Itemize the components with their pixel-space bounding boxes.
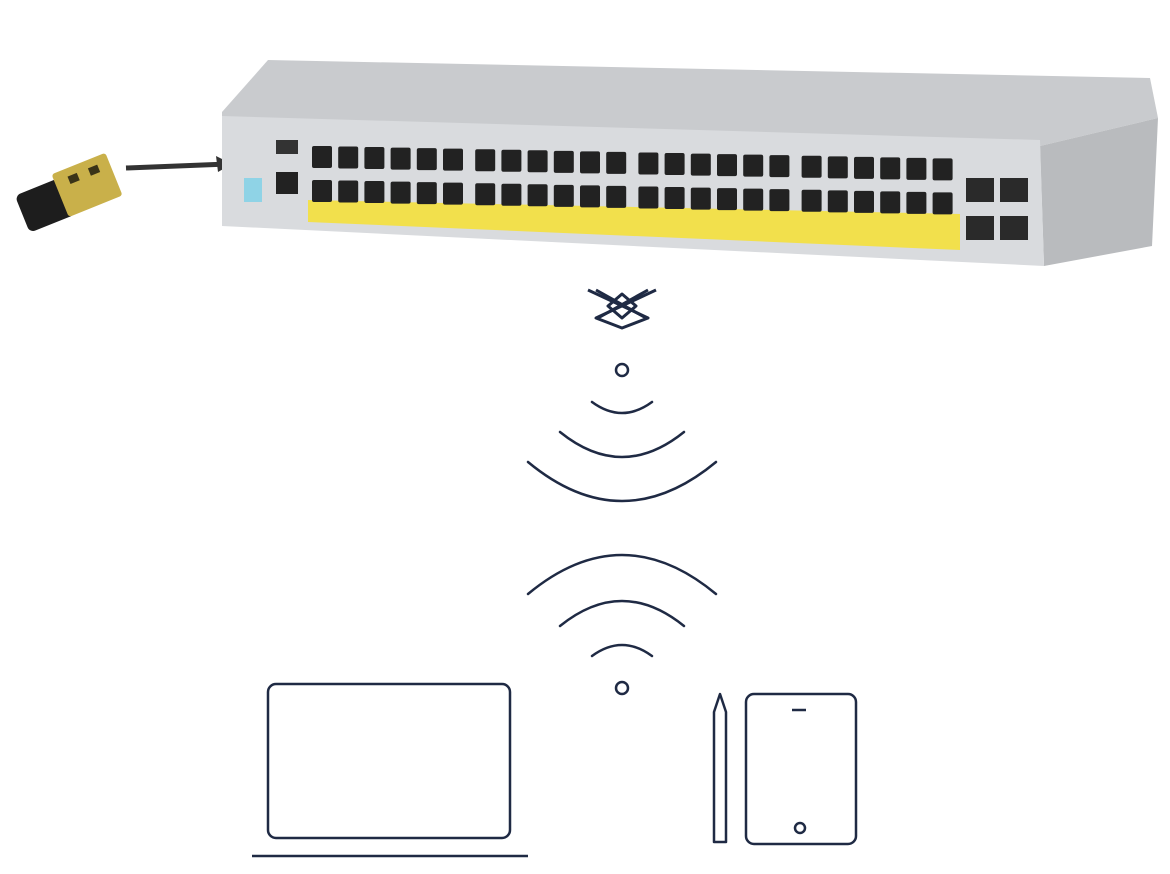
wireless-broadcast-icon bbox=[526, 362, 718, 503]
rj45-port bbox=[606, 151, 627, 174]
laptop-screen bbox=[266, 682, 512, 840]
dongle-pin-hole bbox=[87, 164, 101, 176]
rj45-port bbox=[638, 186, 659, 209]
rj45-port bbox=[906, 157, 927, 180]
rj45-port bbox=[527, 150, 548, 173]
rj45-port bbox=[854, 190, 874, 213]
rj45-port bbox=[475, 149, 496, 172]
rj45-port bbox=[906, 191, 927, 214]
network-switch bbox=[222, 60, 1158, 266]
rj45-port bbox=[390, 181, 411, 204]
rj45-port bbox=[416, 148, 437, 171]
uplink-ports bbox=[966, 178, 1028, 240]
rj45-port bbox=[443, 182, 463, 205]
rj45-port bbox=[364, 181, 385, 204]
rj45-port bbox=[769, 189, 790, 212]
bluetooth-icon bbox=[587, 288, 657, 330]
rj45-port bbox=[932, 192, 953, 215]
rj45-port bbox=[553, 150, 574, 173]
console-port bbox=[244, 178, 262, 202]
rj45-port bbox=[312, 146, 332, 168]
rj45-port bbox=[717, 188, 737, 211]
sfp-uplink-port bbox=[966, 178, 994, 202]
rj45-port bbox=[390, 147, 411, 170]
wireless-receive-icon bbox=[526, 553, 718, 696]
rj45-port bbox=[690, 153, 711, 176]
receive-arc-medium bbox=[558, 599, 686, 628]
tablet-icon bbox=[744, 692, 858, 846]
rj45-port bbox=[580, 185, 600, 208]
mgmt-port bbox=[276, 140, 298, 154]
rj45-port bbox=[443, 148, 463, 171]
rj45-port bbox=[475, 183, 496, 206]
laptop-icon bbox=[252, 682, 528, 858]
port-grid bbox=[312, 146, 953, 215]
receive-dot bbox=[614, 680, 630, 696]
rj45-port bbox=[827, 190, 848, 213]
tablet-body bbox=[744, 692, 858, 846]
rj45-port bbox=[932, 158, 953, 181]
rj45-port bbox=[501, 149, 522, 172]
rj45-port bbox=[854, 156, 874, 179]
rj45-port bbox=[801, 155, 822, 178]
switch-side-panel bbox=[1040, 118, 1158, 266]
rj45-port bbox=[527, 184, 548, 207]
rj45-port bbox=[880, 191, 901, 214]
broadcast-arc-medium bbox=[558, 430, 686, 459]
rj45-port bbox=[338, 180, 359, 203]
stylus-icon bbox=[712, 692, 728, 844]
rj45-port bbox=[717, 154, 737, 177]
rj45-port bbox=[880, 157, 901, 180]
usb-dongle-icon bbox=[16, 153, 122, 231]
dongle-connector bbox=[52, 153, 122, 217]
rj45-port bbox=[743, 154, 764, 177]
sfp-uplink-port bbox=[1000, 178, 1028, 202]
arrow-to-switch bbox=[125, 156, 232, 172]
sfp-uplink-port bbox=[966, 216, 994, 240]
rj45-port bbox=[312, 180, 332, 202]
dongle-pin-hole bbox=[67, 172, 80, 185]
rj45-port bbox=[690, 187, 711, 210]
rj45-port bbox=[338, 146, 359, 169]
poe-band bbox=[308, 200, 960, 250]
rj45-port bbox=[769, 155, 790, 178]
receive-arc-small bbox=[590, 643, 654, 658]
rj45-port bbox=[606, 185, 627, 208]
sfp-uplink-port bbox=[1000, 216, 1028, 240]
rj45-port bbox=[664, 153, 685, 176]
rj45-port bbox=[580, 151, 600, 174]
broadcast-arc-small bbox=[590, 400, 654, 415]
rj45-port bbox=[743, 188, 764, 211]
usb-port-slot bbox=[276, 172, 298, 194]
receive-arc-large bbox=[526, 553, 718, 596]
rj45-port bbox=[416, 182, 437, 205]
rj45-port bbox=[364, 147, 385, 170]
broadcast-dot bbox=[614, 362, 630, 378]
tablet-home-button bbox=[793, 821, 807, 835]
broadcast-arc-large bbox=[526, 460, 718, 503]
rj45-port bbox=[638, 152, 659, 175]
rj45-port bbox=[827, 156, 848, 179]
rj45-port bbox=[664, 187, 685, 210]
rj45-port bbox=[501, 183, 522, 206]
rj45-port bbox=[553, 184, 574, 207]
rj45-port bbox=[801, 189, 822, 212]
